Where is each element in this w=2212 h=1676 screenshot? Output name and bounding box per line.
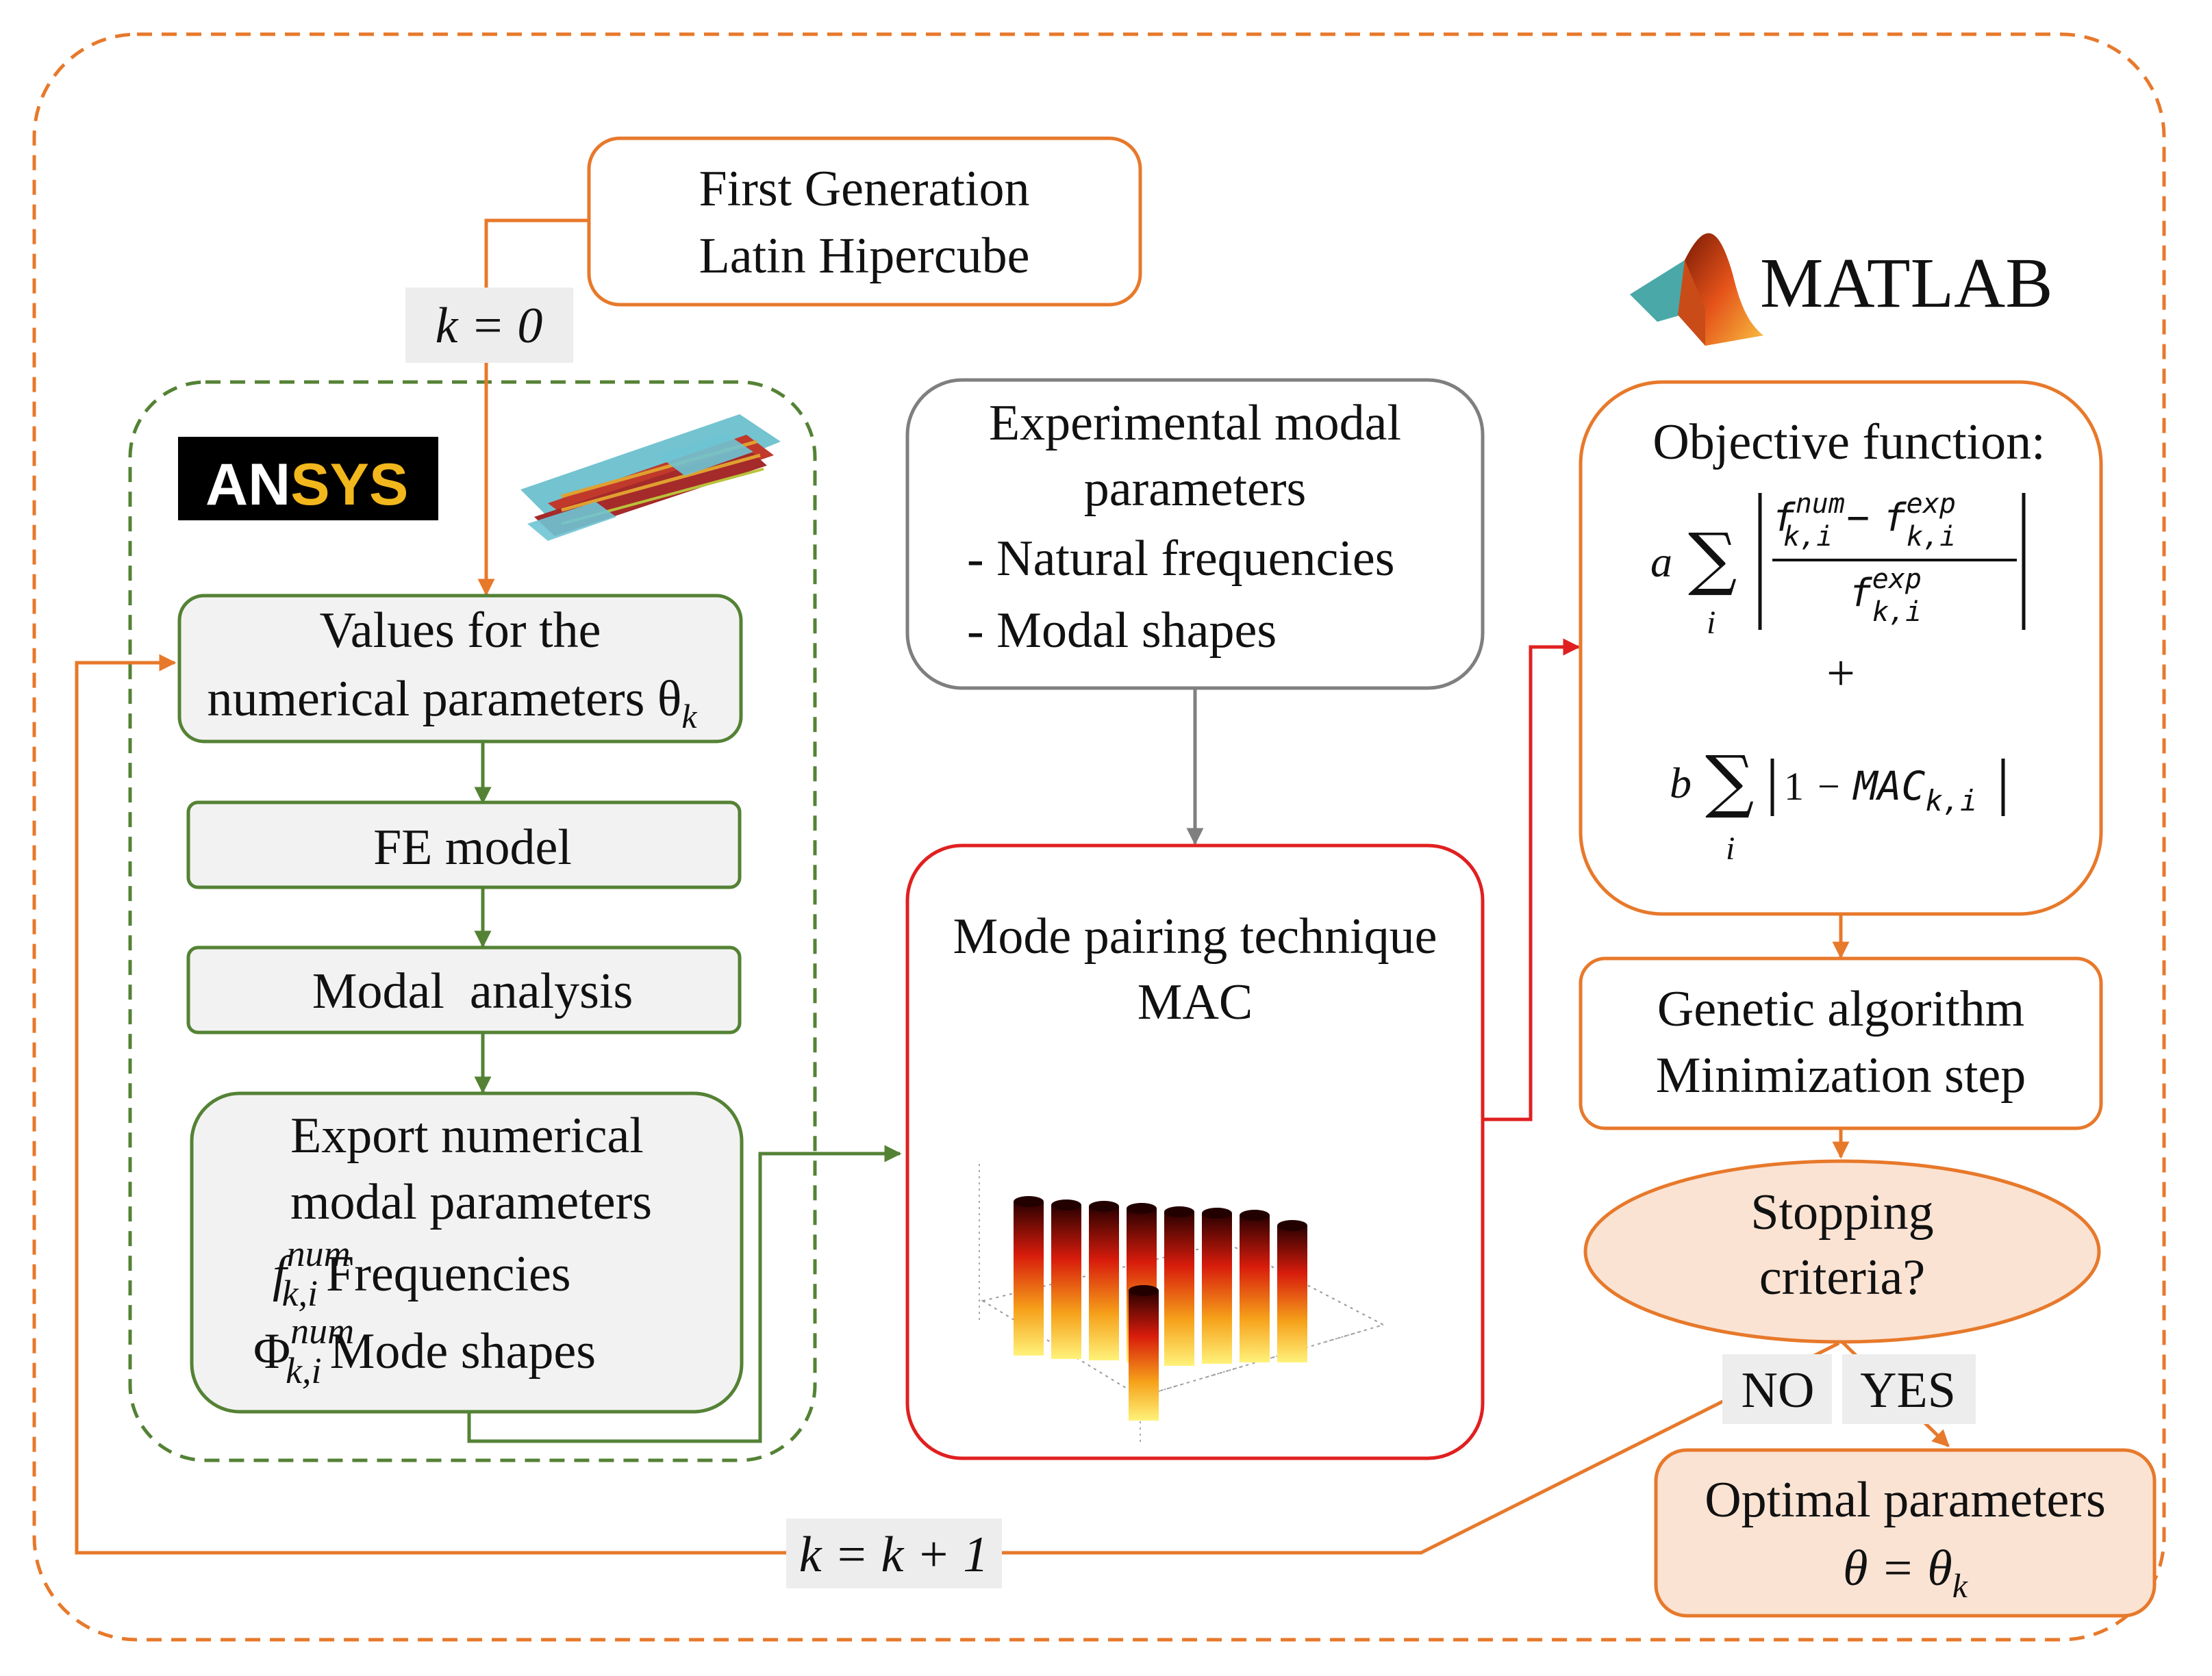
experimental-line2: parameters [1084, 461, 1307, 517]
ansys-logo: ANSYS [178, 437, 438, 520]
arrow-export-to-mac [467, 1145, 902, 1443]
mac-bars [1014, 1196, 1307, 1421]
ansys-logo-an: ANSYS [205, 452, 408, 518]
objective-sum-index-2: i [1726, 830, 1735, 867]
mode-pairing-line2: MAC [1138, 974, 1253, 1030]
genetic-line2: Minimization step [1656, 1048, 2026, 1104]
arrow-mac-to-objective [1483, 638, 1581, 1121]
no-label-text: NO [1742, 1362, 1815, 1419]
first-generation-line2: Latin Hipercube [699, 228, 1030, 284]
optimal-line1: Optimal parameters [1705, 1472, 2106, 1528]
modal-analysis-label: Modal analysis [312, 963, 633, 1019]
stopping-line2: criteria? [1759, 1249, 1925, 1306]
outer-frame [32, 32, 2166, 1642]
k0-label: k = 0 [405, 288, 573, 363]
first-generation-line1: First Generation [699, 161, 1030, 217]
modal-analysis-box: Modal analysis [186, 945, 742, 1034]
arrow-loop-back [75, 654, 1840, 1555]
no-label: NO [1722, 1354, 1832, 1424]
export-line2: modal parameters [290, 1174, 652, 1230]
matlab-logo: MATLAB [1630, 233, 2053, 346]
fe-mesh-image [520, 414, 781, 541]
genetic-line1: Genetic algorithm [1657, 981, 2024, 1037]
fe-model-label: FE model [373, 820, 572, 876]
values-line1: Values for the [320, 602, 601, 659]
yes-label: YES [1842, 1354, 1976, 1424]
stopping-criteria: Stopping criteria? [1583, 1159, 2101, 1344]
k0-label-text: k = 0 [436, 298, 543, 354]
mac-3d-bar-plot [979, 1164, 1385, 1445]
objective-sum-symbol-1: ∑ [1688, 518, 1737, 598]
loop-label: k = k + 1 [786, 1519, 1002, 1588]
experimental-box: Experimental modal parameters - Natural … [905, 378, 1485, 690]
matlab-wordmark: MATLAB [1760, 244, 2053, 322]
matlab-membrane-icon [1630, 233, 1763, 346]
mode-pairing-box: Mode pairing technique MAC [905, 843, 1485, 1460]
arrow-start-to-values [477, 218, 589, 596]
objective-mac-term: 1−MACk,i [1784, 763, 1977, 817]
objective-sum-index-1: i [1707, 605, 1715, 641]
yes-label-text: YES [1860, 1362, 1956, 1419]
experimental-item2: - Modal shapes [967, 602, 1277, 659]
objective-a: a [1650, 537, 1672, 586]
stopping-line1: Stopping [1750, 1184, 1933, 1241]
objective-title: Objective function: [1652, 414, 2045, 470]
objective-sum-symbol-2: ∑ [1705, 741, 1754, 821]
objective-plus: + [1826, 646, 1855, 702]
fe-model-box: FE model [186, 800, 742, 889]
optimal-box: Optimal parameters θ = θk [1654, 1448, 2157, 1618]
values-line2: numerical parameters θk [207, 671, 697, 735]
experimental-line1: Experimental modal [989, 395, 1401, 451]
mode-pairing-line1: Mode pairing technique [953, 909, 1437, 965]
genetic-box: Genetic algorithm Minimization step [1579, 956, 2103, 1130]
first-generation-box: First Generation Latin Hipercube [587, 136, 1142, 307]
optimal-line2: θ = θk [1843, 1540, 1968, 1605]
values-box: Values for the numerical parameters θk [177, 594, 743, 744]
export-line1: Export numerical [290, 1108, 644, 1164]
ansys-group-frame [128, 380, 817, 1462]
loop-label-text: k = k + 1 [799, 1527, 989, 1583]
objective-b: b [1670, 759, 1692, 807]
experimental-item1: - Natural frequencies [967, 531, 1395, 587]
